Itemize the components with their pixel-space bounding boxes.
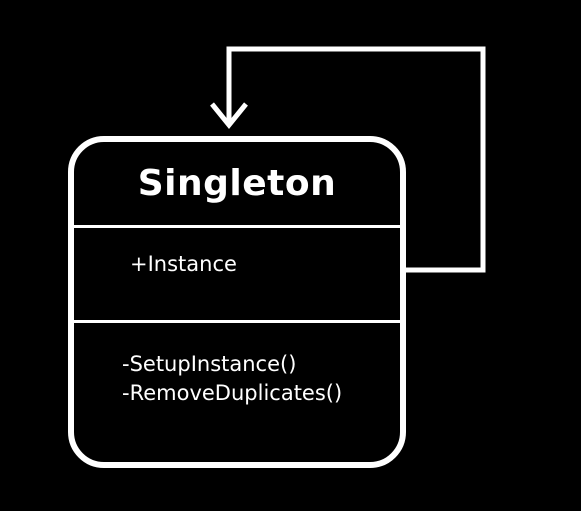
open-arrowhead-icon — [210, 102, 248, 129]
class-name: Singleton — [137, 163, 337, 204]
operations-compartment: -SetupInstance() -RemoveDuplicates() — [122, 350, 342, 408]
header-divider — [74, 225, 400, 228]
attributes-divider — [74, 320, 400, 323]
operation-setup-instance: -SetupInstance() — [122, 352, 297, 376]
operation-remove-duplicates: -RemoveDuplicates() — [122, 381, 343, 405]
singleton-class-box: Singleton +Instance -SetupInstance() -Re… — [68, 136, 406, 468]
attribute-instance: +Instance — [130, 252, 237, 276]
attributes-compartment: +Instance — [130, 250, 237, 279]
class-header: Singleton — [74, 142, 400, 225]
